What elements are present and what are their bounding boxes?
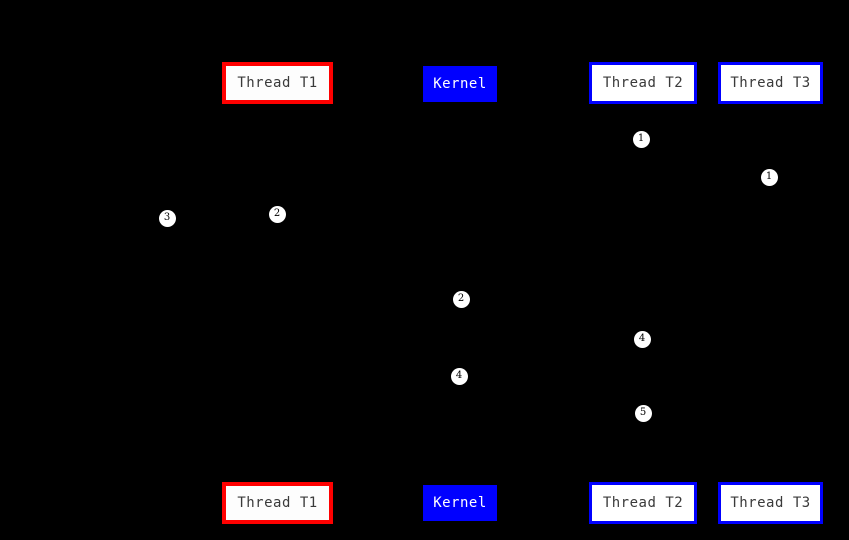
step-marker-label: 1	[637, 133, 645, 144]
lifeline-thread-t1	[277, 104, 278, 485]
step-marker: 1	[760, 168, 778, 186]
participant-thread-t2-bottom[interactable]: Thread T2	[589, 482, 697, 524]
step-marker: 1	[632, 130, 650, 148]
participant-kernel-top[interactable]: Kernel	[423, 66, 497, 102]
participant-label: Thread T1	[237, 75, 318, 91]
step-marker: 4	[633, 330, 651, 348]
step-marker-label: 4	[455, 370, 463, 381]
step-marker: 4	[450, 367, 468, 385]
participant-thread-t2-top[interactable]: Thread T2	[589, 62, 697, 104]
participant-kernel-bottom[interactable]: Kernel	[423, 485, 497, 521]
participant-thread-t1-bottom[interactable]: Thread T1	[222, 482, 333, 524]
message-arrow	[167, 225, 277, 226]
participant-label: Thread T3	[730, 495, 811, 511]
lifeline-stub-bottom-kernel	[458, 478, 463, 486]
step-marker: 2	[268, 205, 286, 223]
participant-label: Kernel	[433, 495, 487, 511]
step-marker: 5	[634, 404, 652, 422]
lifeline-stub-thread-t1	[275, 102, 280, 110]
lifeline-stub-thread-t3	[768, 102, 773, 110]
participant-thread-t3-bottom[interactable]: Thread T3	[718, 482, 823, 524]
participant-label: Kernel	[433, 76, 487, 92]
participant-label: Thread T2	[602, 75, 684, 91]
lifeline-stub-thread-t2	[641, 102, 646, 110]
lifeline-stub-kernel	[458, 100, 463, 108]
participant-label: Thread T2	[602, 495, 684, 511]
message-arrow	[277, 386, 460, 387]
message-arrow	[277, 310, 460, 311]
participant-label: Thread T3	[730, 75, 811, 91]
participant-label: Thread T1	[237, 495, 318, 511]
step-marker-label: 2	[273, 208, 281, 219]
step-marker-label: 5	[639, 407, 647, 418]
step-marker-label: 2	[457, 293, 465, 304]
participant-thread-t3-top[interactable]: Thread T3	[718, 62, 823, 104]
lifeline-thread-t2	[643, 104, 644, 485]
lifeline-thread-t3	[770, 104, 771, 485]
step-marker: 2	[452, 290, 470, 308]
step-marker-label: 1	[765, 171, 773, 182]
step-marker-label: 3	[163, 212, 171, 223]
step-marker-label: 4	[638, 333, 646, 344]
participant-thread-t1-top[interactable]: Thread T1	[222, 62, 333, 104]
step-marker: 3	[158, 209, 176, 227]
